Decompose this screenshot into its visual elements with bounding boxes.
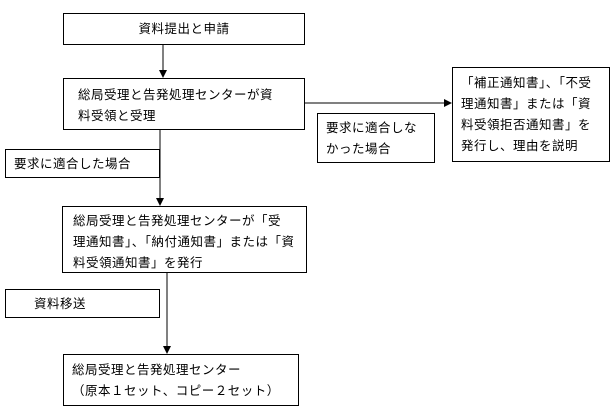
condition-not-met-label: 要求に適合しな かった場合	[317, 113, 435, 163]
rejection-notice-box: 「補正通知書」、「不受 理通知書」または「資 料受領拒否通知書」を 発行し、理由…	[452, 67, 610, 162]
condition-met-label: 要求に適合した場合	[5, 149, 160, 178]
receipt-and-acceptance-box: 総局受理と告発処理センターが資 料受領と受理	[63, 78, 305, 130]
document-transfer-label: 資料移送	[5, 289, 160, 318]
submit-application-box: 資料提出と申請	[63, 13, 305, 45]
issue-notice-box: 総局受理と告発処理センターが「受 理通知書」、「納付通知書」または「資 料受領通…	[62, 206, 307, 273]
final-center-box: 総局受理と告発処理センター （原本１セット、コピー２セット）	[63, 354, 299, 406]
